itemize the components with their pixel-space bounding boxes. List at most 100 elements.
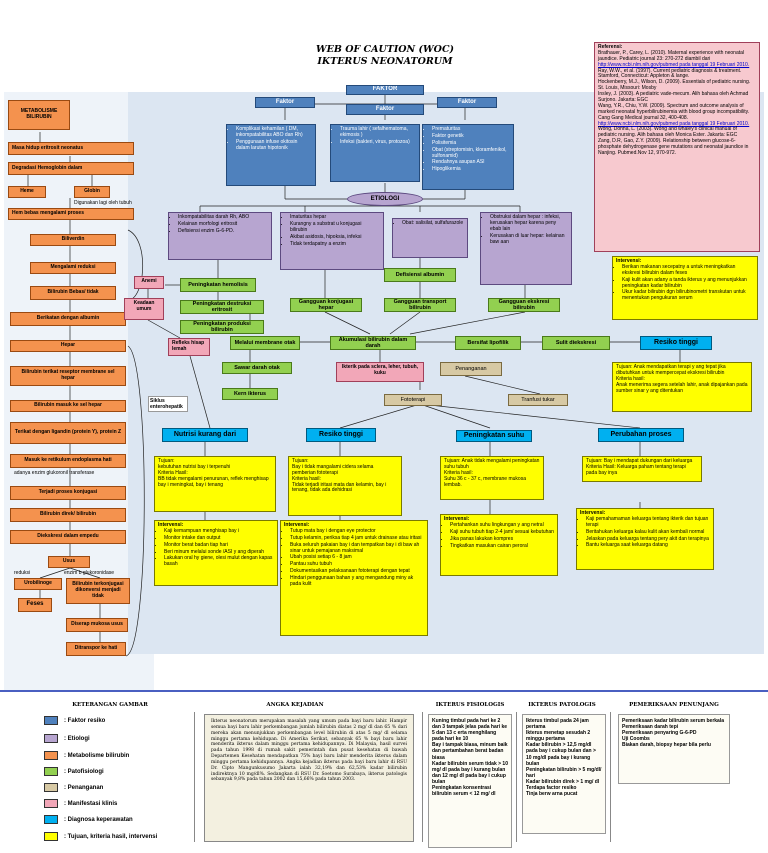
legend-label: : Faktor resiko: [64, 717, 106, 724]
etiologi-oval: ETIOLOGI: [347, 192, 423, 206]
reference-line: Insley, J. (2003). A pediatric vade-mecu…: [598, 91, 749, 104]
faktor-header: FAKTOR: [346, 85, 424, 95]
step-konjugasi: Terjadi proses konjugasi: [10, 486, 126, 500]
faktor-3-item: Prematuritas: [432, 126, 510, 133]
references-heading: Referensi:: [598, 44, 623, 50]
reference-line: Wang, Y.R., Chiu, Y.W. (2009). Spectrum …: [598, 102, 750, 121]
intervensi-1-item: Lakukan oral hy giene, olesi mulut denga…: [164, 556, 274, 568]
reference-line: Wong, Donna, L. (2003). Wong and whaley'…: [598, 126, 738, 139]
step-bilirubin-direk: Bilirubin direk/ bilirubin: [10, 508, 126, 522]
etiologi-4-item: Obstruksi dalam hepar : infeksi, kerusak…: [490, 214, 568, 233]
intervensi-5-item: Ukur kadar bilirubin dgn bilirubinometri…: [622, 290, 754, 302]
faktor-list-3: Prematuritas Faktor genetik Polisitemia …: [422, 124, 514, 190]
etiologi-1-item: Inkompatabilitas darah Rh, ABO: [178, 214, 268, 221]
legend-swatch: [44, 716, 58, 725]
reference-link[interactable]: http://www.ncbi.nlm.nih.gov/pubmed pada …: [598, 120, 750, 127]
gangguan-ekskresi: Gangguan ekskresi bilirubin: [488, 298, 560, 312]
etiologi-list-2: Imaturitas hepar Kurangny a substrat u k…: [280, 212, 384, 270]
legend-swatch: [44, 767, 58, 776]
legend-row: : Patofisiologi: [44, 767, 104, 776]
legend-swatch: [44, 734, 58, 743]
legend-row: : Penanganan: [44, 783, 103, 792]
gangguan-konjugasi: Gangguan konjugasi hepar: [290, 298, 362, 312]
step-bilirubin-bebas: Bilirubin Bebas/ tidak: [30, 286, 116, 300]
note-enzim: adanya enzim glukoronil transferase: [14, 470, 95, 476]
intervensi-box-4: Intervensi: Kaji pemahamaman keluarga te…: [576, 508, 714, 570]
note-siklus: Siklus enterohepatik: [148, 396, 188, 412]
legend-label: : Diagnosa keperawatan: [64, 816, 133, 823]
intervensi-2-item: Tutup mata bay i dengan eye protector: [290, 528, 424, 535]
legend-row: : Diagnosa keperawatan: [44, 815, 133, 824]
intervensi-2-item: Hindari penggunaan bahan y ang mengandun…: [290, 575, 424, 588]
intervensi-4-item: Beritahukan keluarga kalau kulit akan ke…: [586, 529, 710, 536]
gangguan-transport: Gangguan transport bilirubin: [384, 298, 456, 312]
note-reduksi: reduksi: [14, 570, 31, 576]
etiologi-2-item: Tidak terdapatny a enzim: [290, 241, 380, 248]
legend-row: : Faktor resiko: [44, 716, 105, 725]
legend-row: : Etiologi: [44, 734, 90, 743]
intervensi-2-item: Dokumentasikan pelaksanaan fototerapi de…: [290, 568, 424, 575]
step-masa-hidup: Masa hidup eritrosit neonatus: [8, 142, 134, 155]
step-albumin: Berikatan dengan albumin: [10, 312, 126, 326]
step-retikulum: Masuk ke retikulum endoplasma hati: [10, 454, 126, 468]
step-degradasi: Degradasi Hemoglobin dalam: [8, 162, 134, 175]
legend-label: : Manifestasi klinis: [64, 800, 118, 807]
intervensi-3-item: Jika panas lakukan kompres: [450, 536, 554, 543]
poster-title: WEB OF CAUTION (WOC) IKTERUS NEONATORUM: [270, 44, 500, 68]
intervensi-2-item: Pantau suhu tubuh: [290, 561, 424, 568]
faktor-3-item: Hipoglikemia: [432, 166, 510, 173]
column-separator: [194, 712, 195, 842]
defisiensi-albumin: Defisiensi albumin: [384, 268, 456, 282]
ikterus-patologis-text: Ikterus timbul pada 24 jam pertama Ikter…: [522, 714, 606, 834]
etiologi-2-item: Kurangny a substrat u konjugasi bilirubi…: [290, 221, 380, 234]
step-transpor: Ditranspor ke hati: [66, 642, 126, 656]
refleks-hisap: Refleks hisap lemah: [168, 338, 210, 356]
faktor-box-3: Faktor: [437, 97, 497, 108]
ikterik: Ikterik pada sclera, leher, tubuh, kuku: [336, 362, 424, 382]
diagnosis-peningkatan-suhu: Peningkatan suhu: [456, 430, 532, 442]
step-terkonjugasi: Bilirubin terkonjugasi dikonversi menjad…: [66, 578, 130, 604]
fisiologis-heading: IKTERUS FISIOLOGIS: [435, 702, 505, 708]
intervensi-5-item: Kaji kulit akan adany a tanda ikterus y …: [622, 277, 754, 290]
legend-row: : Tujuan, kriteria hasil, intervensi: [44, 832, 157, 841]
etiologi-list-4: Obstruksi dalam hepar : infeksi, kerusak…: [480, 212, 572, 285]
melalui-membrane: Melalui membrane otak: [230, 336, 300, 350]
intervensi-2-title: Intervensi:: [284, 522, 310, 528]
tujuan-box-2: Tujuan: Bay i tidak mangalami cidera sel…: [288, 456, 402, 516]
intervensi-1-item: Monitor berat badan tiap hari: [164, 542, 274, 549]
diagnosis-resiko-tinggi-2: Resiko tinggi: [640, 336, 712, 350]
transfusi-tukar: Tranfusi tukar: [508, 394, 568, 406]
intervensi-box-5: Intervensi: Berikan makanan secepatny a …: [612, 256, 758, 320]
intervensi-box-3: Intervensi: Pertahankan suhu lingkungan …: [440, 514, 558, 576]
legend-label: : Patofisiologi: [64, 768, 104, 775]
faktor-1-item: Komplikasi kehamilan ( DM, inkompatabili…: [236, 126, 312, 139]
akumulasi-bilirubin: Akumulasi bilirubin dalam darah: [330, 336, 416, 350]
intervensi-1-title: Intervensi:: [158, 522, 184, 528]
legend-row: : Manifestasi klinis: [44, 799, 117, 808]
reference-line: Zang, D.R, Gao, Z.Y. (2009). Relationshi…: [598, 138, 749, 157]
legend-swatch: [44, 832, 58, 841]
step-urobilinogen: Urobilinoge: [14, 578, 62, 590]
intervensi-1-item: Monitor intake dan output: [164, 535, 274, 542]
peningkatan-produksi: Peningkatan produksi bilirubin: [180, 320, 264, 334]
step-usus: Usus: [48, 556, 90, 568]
reference-link[interactable]: http://www.ncbi.nlm.nih.gov/pubmed pada …: [598, 61, 750, 68]
diagnosis-resiko-cidera: Resiko tinggi: [306, 428, 376, 442]
etiologi-1-item: Kelainan morfologi eritrosit: [178, 221, 268, 228]
step-reduksi: Mengalami reduksi: [30, 262, 116, 274]
etiologi-1-item: Defisiensi enzim G-6-PD.: [178, 228, 268, 235]
step-empedu: Diekskresi dalam empedu: [10, 530, 126, 544]
tujuan-box-5: Tujuan: Anak mendapatkan terapi y ang te…: [612, 362, 752, 412]
etiologi-3-item: Obat: salisilat, sulfafurazole: [402, 220, 464, 227]
faktor-2-item: Trauma lahir ( sefalhematoma, ekimosis ): [340, 126, 416, 139]
reference-line: Brathauer, P., Carey, L. (2010). Materna…: [598, 49, 745, 62]
angka-heading: ANGKA KEJADIAN: [266, 702, 324, 708]
intervensi-4-title: Intervensi:: [580, 510, 606, 516]
intervensi-3-item: Pertahankan suhu lingkungan y ang netral: [450, 522, 554, 529]
faktor-1-item: Penggunaan infuse okitosin dalam larutan…: [236, 139, 312, 152]
column-separator: [516, 712, 517, 842]
intervensi-4-item: Kaji pemahamaman keluarga tentang ikteri…: [586, 516, 710, 529]
intervensi-3-item: Kaji suhu tubuh tiap 2-4 jam/ sesuai keb…: [450, 529, 554, 536]
intervensi-5-title: Intervensi:: [616, 258, 642, 264]
pemeriksaan-heading: PEMERIKSAAN PENUNJANG: [629, 702, 719, 708]
